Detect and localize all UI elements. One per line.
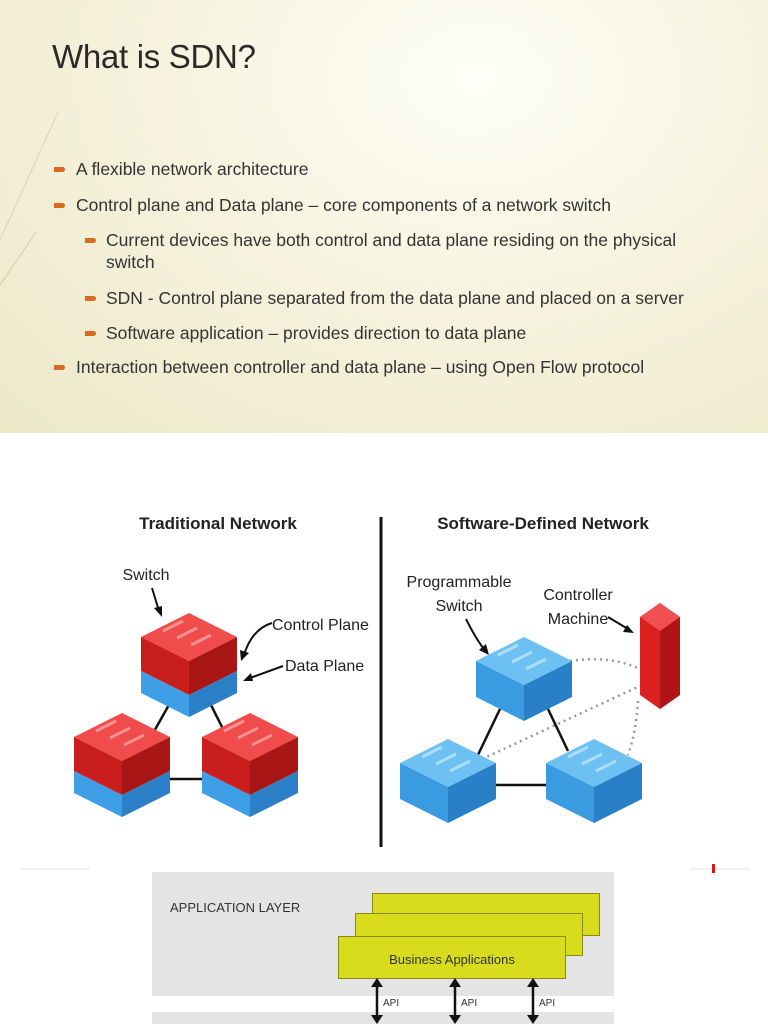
bullet-item: Control plane and Data plane – core comp… bbox=[52, 194, 752, 216]
slide-title: What is SDN? bbox=[52, 38, 256, 75]
traditional-switch-top bbox=[139, 611, 239, 719]
sdn-architecture-figure: APPLICATION LAYER Business Applications … bbox=[0, 858, 768, 1024]
api-label: API bbox=[461, 998, 478, 1009]
controller-label-line2: Machine bbox=[548, 611, 609, 628]
bullet-marker-icon bbox=[54, 365, 65, 370]
programmable-switch-label-line1: Programmable bbox=[407, 574, 512, 591]
controller-machine bbox=[640, 603, 680, 709]
programmable-switch-left bbox=[398, 737, 498, 825]
traditional-switch-right bbox=[200, 711, 300, 819]
business-applications-label: Business Applications bbox=[389, 952, 515, 967]
programmable-switch-right bbox=[544, 737, 644, 825]
network-comparison-figure: Traditional Network Switch Control Plane… bbox=[0, 433, 768, 858]
sub-bullet-item: Software application – provides directio… bbox=[52, 322, 752, 344]
api-arrow-icon bbox=[371, 978, 383, 1024]
api-arrow-icon bbox=[527, 978, 539, 1024]
bullet-item: Interaction between controller and data … bbox=[52, 356, 752, 378]
sdn-title: Software-Defined Network bbox=[437, 514, 649, 533]
api-label: API bbox=[383, 998, 400, 1009]
bullet-list: A flexible network architecture Control … bbox=[52, 158, 752, 378]
bullet-item: A flexible network architecture bbox=[52, 158, 752, 180]
switch-label: Switch bbox=[122, 567, 169, 584]
control-layer bbox=[152, 1012, 614, 1024]
api-arrow-icon bbox=[449, 978, 461, 1024]
bullet-marker-icon bbox=[54, 167, 65, 172]
api-label: API bbox=[539, 998, 556, 1009]
bullet-marker-icon bbox=[85, 238, 96, 243]
control-plane-label: Control Plane bbox=[272, 617, 369, 634]
programmable-switch-top bbox=[474, 635, 574, 723]
business-app-box bbox=[338, 936, 566, 979]
bullet-marker-icon bbox=[85, 296, 96, 301]
application-layer-label: APPLICATION LAYER bbox=[170, 900, 301, 915]
controller-label-line1: Controller bbox=[543, 587, 613, 604]
bullet-marker-icon bbox=[54, 203, 65, 208]
bullet-marker-icon bbox=[85, 331, 96, 336]
slide-decoration bbox=[0, 111, 59, 286]
programmable-switch-label-line2: Switch bbox=[435, 598, 482, 615]
slide: What is SDN? A flexible network architec… bbox=[0, 0, 768, 433]
sub-bullet-item: SDN - Control plane separated from the d… bbox=[52, 287, 726, 309]
sub-bullet-item: Current devices have both control and da… bbox=[52, 229, 706, 273]
traditional-network-title: Traditional Network bbox=[139, 514, 297, 533]
data-plane-label: Data Plane bbox=[285, 658, 364, 675]
